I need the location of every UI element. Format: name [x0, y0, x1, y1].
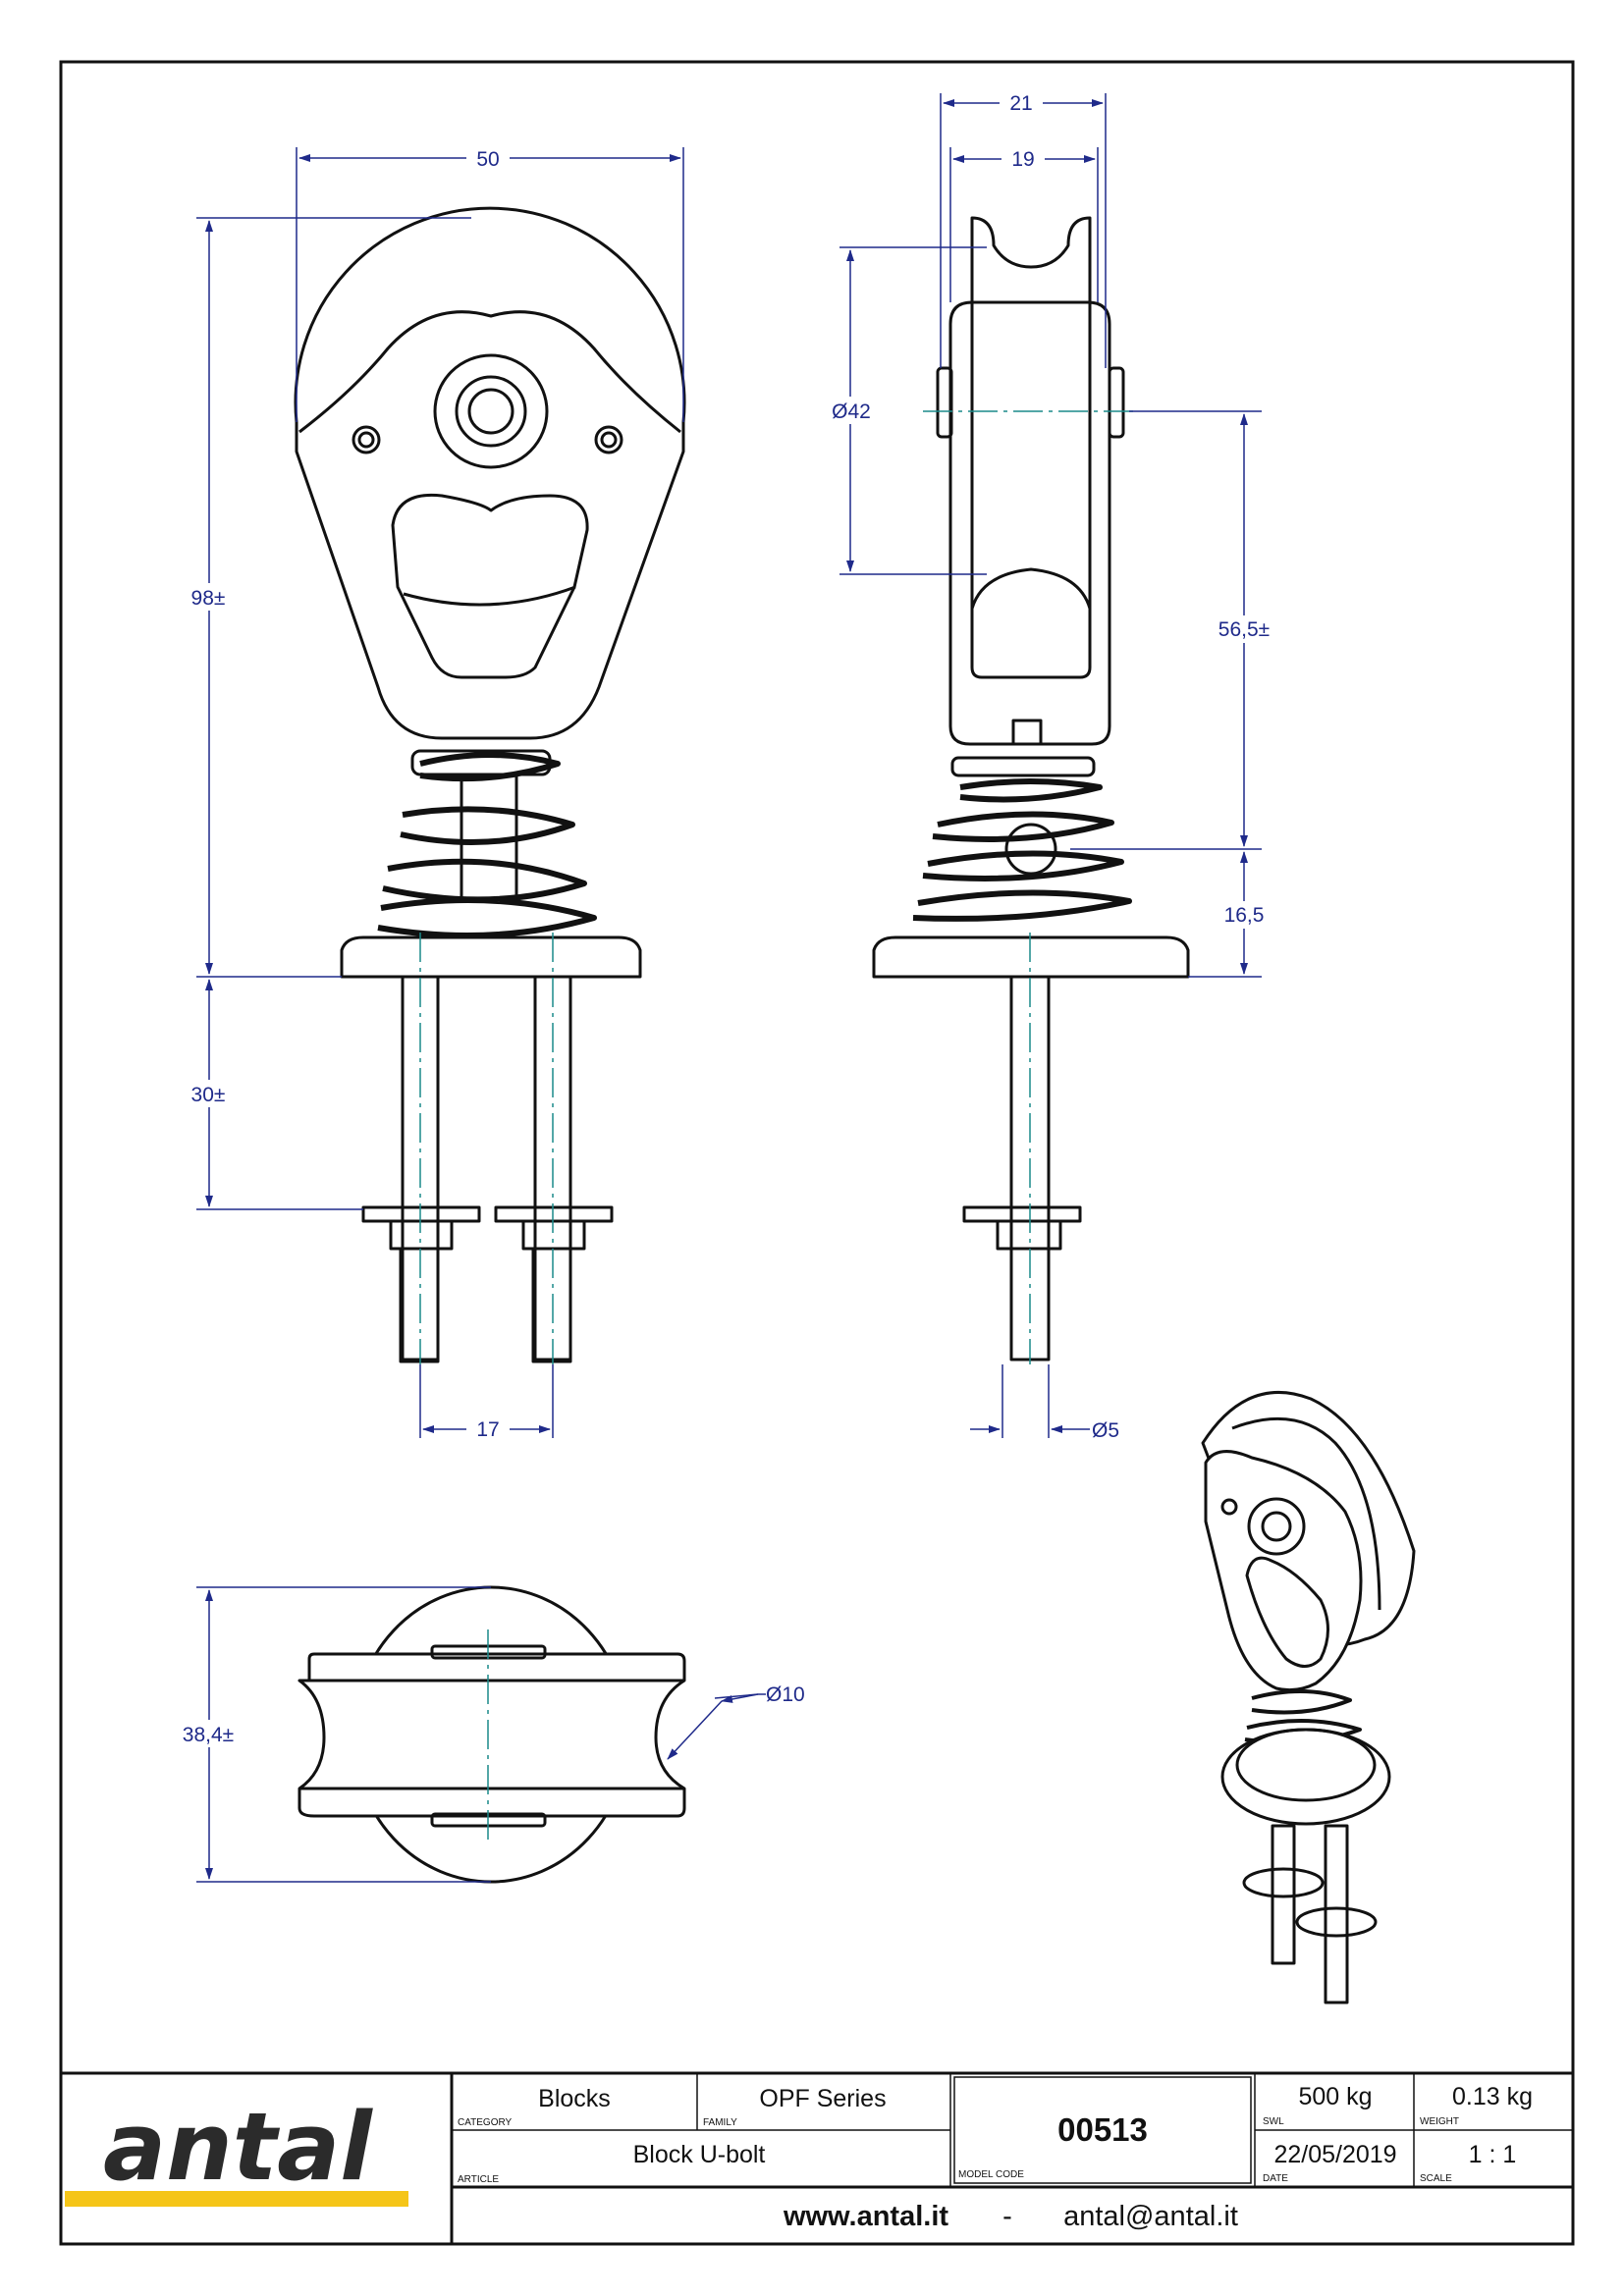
iso-base-plate-top	[1235, 1728, 1377, 1802]
iso-washer-right	[1295, 1906, 1378, 1938]
front-rivet-right	[594, 425, 623, 454]
dim-sheave-diameter: Ø42	[832, 400, 871, 423]
dim-base-height: 16,5	[1224, 904, 1265, 927]
category-value: Blocks	[538, 2085, 611, 2112]
iso-rivet	[1220, 1498, 1238, 1516]
dim-top-height: 38,4±	[183, 1724, 234, 1746]
side-axle-right	[1108, 366, 1125, 439]
iso-washer-left	[1242, 1867, 1325, 1898]
front-rivet-left-inner	[357, 431, 375, 449]
side-sheave	[970, 216, 1092, 679]
top-dimensions	[196, 1586, 766, 1883]
side-axle-left	[936, 366, 953, 439]
front-base-plate	[340, 935, 642, 979]
dim-axle-height: 56,5±	[1218, 618, 1270, 641]
dim-width-total: 50	[476, 148, 499, 171]
title-block	[59, 2071, 1575, 2246]
top-view	[298, 1585, 686, 1884]
email-link[interactable]: antal@antal.it	[1063, 2201, 1238, 2232]
front-body-outline	[294, 206, 686, 740]
swl-value: 500 kg	[1298, 2083, 1372, 2110]
iso-axle-inner	[1261, 1511, 1292, 1542]
front-view	[294, 206, 686, 1363]
side-view	[872, 216, 1190, 1362]
logo-bar	[65, 2191, 408, 2207]
dim-bolt-spacing: 17	[476, 1418, 499, 1441]
side-lower-groove	[970, 567, 1092, 610]
side-spring-collar	[950, 756, 1096, 777]
front-bolt-end-right	[531, 1247, 572, 1363]
iso-axle-outer	[1247, 1497, 1306, 1556]
front-window-sheave-edge	[403, 585, 576, 607]
scale-caption: SCALE	[1420, 2173, 1452, 2184]
dim-groove-diameter: Ø10	[766, 1683, 805, 1706]
date-value: 22/05/2019	[1273, 2141, 1396, 2168]
family-value: OPF Series	[759, 2085, 886, 2112]
front-bolt-end-left	[399, 1247, 440, 1363]
weight-value: 0.13 kg	[1452, 2083, 1533, 2110]
category-caption: CATEGORY	[458, 2117, 513, 2128]
side-cheek-plates	[948, 300, 1111, 746]
iso-sheave-groove	[1231, 1416, 1381, 1611]
side-nut	[996, 1219, 1062, 1251]
iso-cheek-plate	[1204, 1450, 1363, 1692]
dim-height-bolts: 30±	[191, 1084, 226, 1106]
dim-bolt-diameter: Ø5	[1092, 1419, 1119, 1442]
iso-bolt-right	[1324, 1824, 1349, 2004]
iso-bolt-left	[1271, 1824, 1296, 1965]
top-sheave-body	[298, 1652, 686, 1818]
front-axle-mid	[455, 375, 527, 448]
side-spring	[912, 778, 1132, 922]
scale-value: 1 : 1	[1469, 2141, 1517, 2168]
dim-side-outer: 21	[1009, 92, 1032, 115]
side-centerlines	[923, 410, 1134, 1364]
website-link[interactable]: www.antal.it	[783, 2201, 948, 2232]
front-axle-outer	[433, 353, 549, 469]
front-cheek-plate	[298, 310, 681, 434]
front-centerlines	[419, 933, 554, 1364]
article-value: Block U-bolt	[633, 2141, 766, 2168]
antal-logo: antal	[103, 2094, 373, 2202]
isometric-view	[1201, 1390, 1416, 2004]
front-window	[391, 493, 589, 679]
family-caption: FAMILY	[703, 2117, 737, 2128]
front-rivet-left	[352, 425, 381, 454]
model-code-caption: MODEL CODE	[958, 2169, 1024, 2180]
article-caption: ARTICLE	[458, 2174, 499, 2185]
iso-window	[1245, 1556, 1329, 1668]
iso-base-plate	[1220, 1728, 1391, 1826]
front-stem	[460, 774, 518, 900]
footer-separator: -	[1002, 2201, 1012, 2232]
dim-side-inner: 19	[1011, 148, 1034, 171]
weight-caption: WEIGHT	[1420, 2116, 1459, 2127]
side-pin	[1011, 719, 1043, 746]
side-base-plate	[872, 935, 1190, 979]
front-spring	[377, 752, 597, 938]
model-code-value: 00513	[1057, 2111, 1148, 2148]
dim-height-total: 98±	[191, 587, 226, 610]
date-caption: DATE	[1263, 2173, 1288, 2184]
side-stem-joint	[1004, 823, 1057, 876]
swl-caption: SWL	[1263, 2116, 1284, 2127]
front-axle-inner	[467, 388, 514, 435]
front-rivet-right-inner	[600, 431, 618, 449]
